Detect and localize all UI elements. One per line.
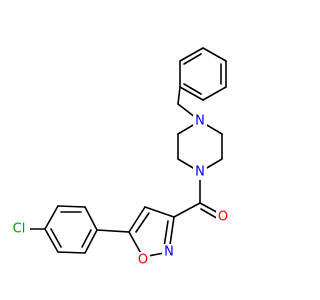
atom-label-n-isoxazole: N — [164, 245, 174, 260]
atom-label-n2: N — [195, 165, 205, 180]
bond-layer — [23, 47, 227, 258]
bond-isox-c4-c5 — [128, 206, 146, 233]
bond-benzyl-ring-3 — [202, 47, 227, 62]
bond-benzyl-ring-1 — [202, 86, 227, 101]
bond-isox-c3-c4 — [144, 206, 175, 218]
atom-o-carbonyl: O — [216, 209, 230, 225]
atom-label-cl: Cl — [13, 222, 26, 237]
bond-benzyl-ring-inner-2 — [183, 53, 202, 65]
bond-aryl-5 — [57, 251, 86, 254]
bond-aryl-4 — [44, 228, 59, 253]
bond-benzyl-ring-6 — [179, 86, 204, 101]
bond-ring-to-ch2 — [177, 86, 181, 105]
atom-label-n1: N — [195, 114, 205, 129]
bond-aryl-inner-2 — [50, 228, 62, 248]
bond-aryl-3 — [44, 205, 59, 230]
atom-label-o-carbonyl: O — [218, 210, 228, 225]
bond-aryl-2 — [57, 205, 86, 208]
atom-label-layer: N N O N O Cl — [8, 113, 230, 268]
atom-n-piperazine-top: N — [193, 113, 207, 129]
molecule-structure-diagram: N N O N O Cl — [8, 47, 230, 268]
atom-cl: Cl — [8, 221, 30, 237]
atom-label-o-isoxazole: O — [138, 253, 148, 268]
molecule-svg: N N O N O Cl — [8, 47, 230, 268]
atom-n-piperazine-bottom: N — [193, 164, 207, 180]
bond-c5-to-aryl — [96, 229, 130, 233]
bond-benzyl-ring-inner-3 — [183, 83, 202, 95]
bond-isox-c4-c5-double — [135, 212, 150, 233]
bond-carbonyl-to-c3 — [173, 202, 201, 218]
bond-aryl-6 — [84, 229, 98, 254]
bond-aryl-inner-3 — [81, 229, 92, 248]
bond-benzyl-ring-4 — [179, 47, 204, 62]
atom-n-isoxazole: N — [162, 244, 176, 260]
bond-aryl-1 — [84, 206, 98, 231]
bond-isox-n-c3-double — [163, 220, 169, 248]
atom-o-isoxazole: O — [136, 252, 150, 268]
